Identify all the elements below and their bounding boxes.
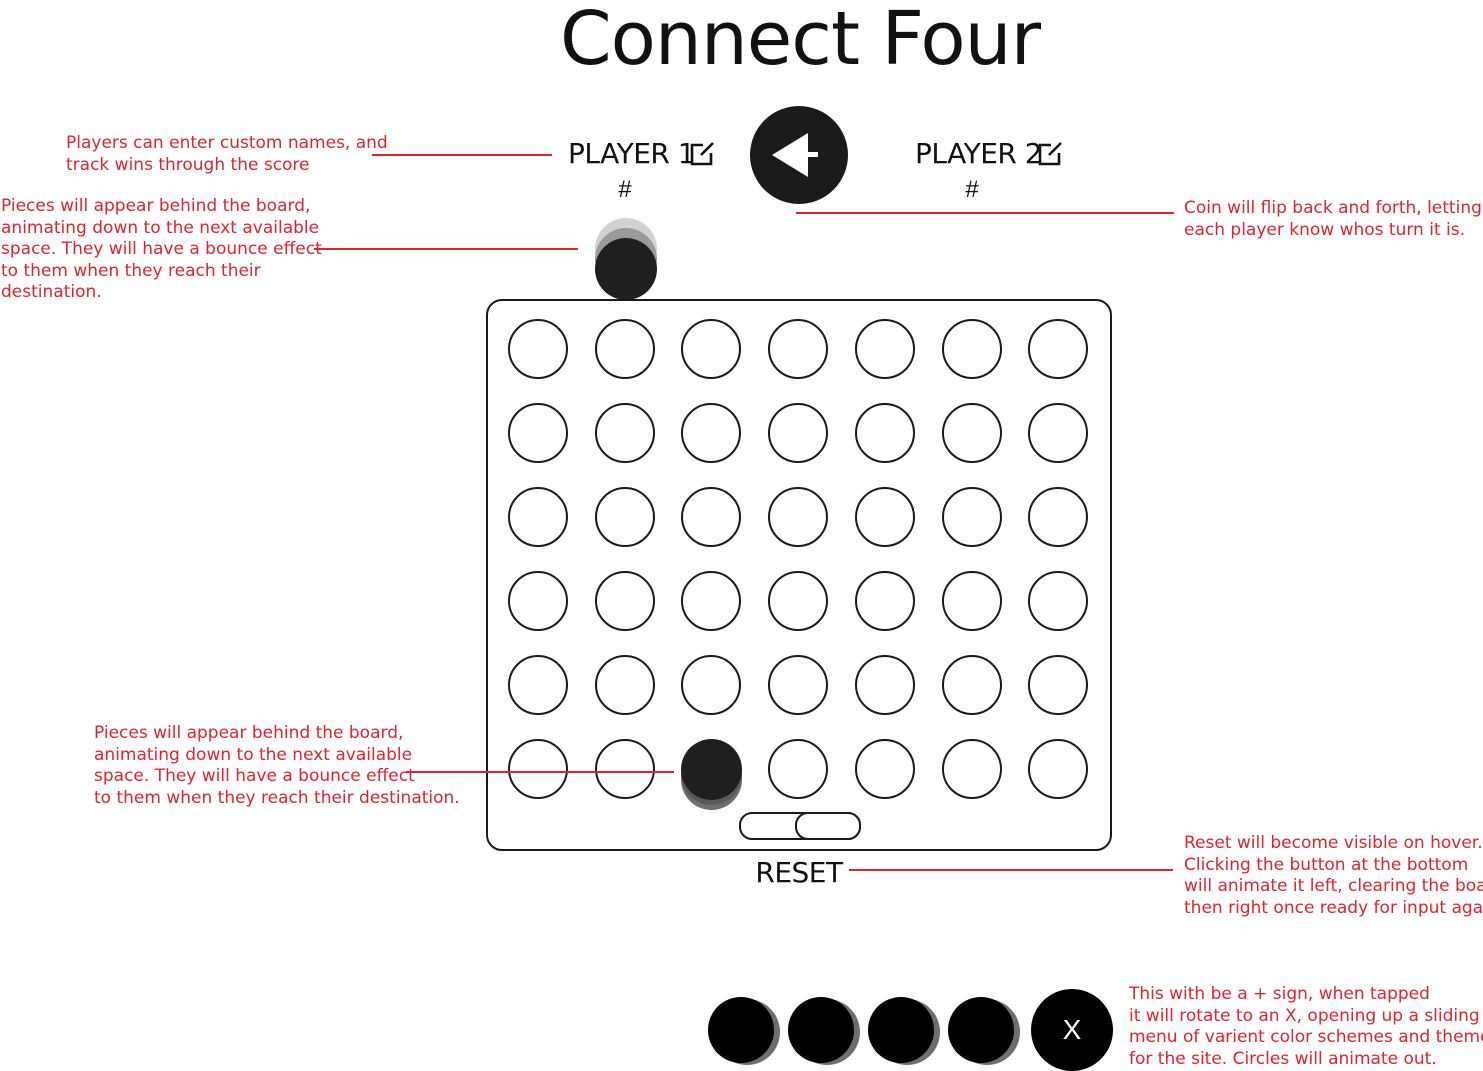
board-cell-r1-c4[interactable] [768, 319, 829, 379]
annotation-line-bottom-piece [406, 771, 674, 773]
board-cell-r5-c1[interactable] [508, 655, 568, 715]
annotation-line-names [372, 154, 552, 156]
theme-swatch-1[interactable] [708, 997, 774, 1063]
annotation-player-names: Players can enter custom names, and trac… [66, 133, 388, 175]
board-cell-r4-c4[interactable] [768, 571, 829, 631]
board-cell-r4-c6[interactable] [941, 571, 1002, 631]
board-cell-r3-c6[interactable] [941, 487, 1002, 547]
board-cell-r1-c3[interactable] [681, 319, 742, 379]
reset-button[interactable]: RESET [755, 856, 843, 889]
annotation-line-reset [849, 869, 1173, 871]
menu-toggle-button[interactable]: X [1031, 989, 1113, 1071]
board-cell-r6-c4[interactable] [768, 739, 829, 799]
annotation-top-piece: Pieces will appear behind the board, ani… [1, 196, 322, 302]
board-cell-r5-c2[interactable] [594, 655, 655, 715]
falling-piece [595, 238, 657, 300]
board-cell-r2-c6[interactable] [941, 403, 1002, 463]
board-cell-r5-c7[interactable] [1028, 655, 1089, 715]
board-cell-r1-c1[interactable] [508, 319, 568, 379]
page-title: Connect Four [559, 0, 1041, 82]
annotation-line-top-piece [314, 248, 578, 250]
board-cell-r6-c6[interactable] [941, 739, 1002, 799]
board-cell-r2-c7[interactable] [1028, 403, 1089, 463]
annotation-menu: This with be a + sign, when tapped it wi… [1129, 984, 1483, 1069]
board-cell-r3-c1[interactable] [508, 487, 568, 547]
board-cell-r2-c1[interactable] [508, 403, 568, 463]
board-cell-r1-c7[interactable] [1028, 319, 1089, 379]
landed-piece [681, 739, 742, 800]
board-cell-r3-c5[interactable] [854, 487, 915, 547]
board-cell-r5-c6[interactable] [941, 655, 1002, 715]
board-cell-r3-c3[interactable] [681, 487, 742, 547]
annotation-reset: Reset will become visible on hover. Clic… [1184, 833, 1483, 918]
board-cell-r6-c5[interactable] [854, 739, 915, 799]
board-cell-r3-c2[interactable] [594, 487, 655, 547]
player-2-name[interactable]: PLAYER 2 [915, 137, 1043, 170]
board-cell-r5-c3[interactable] [681, 655, 742, 715]
arrow-left-icon [772, 133, 818, 177]
board-cell-r6-c2[interactable] [594, 739, 655, 799]
annotation-coin: Coin will flip back and forth, letting e… [1184, 198, 1482, 240]
board-cell-r2-c4[interactable] [768, 403, 829, 463]
board-cell-r4-c5[interactable] [854, 571, 915, 631]
board-cell-r1-c2[interactable] [594, 319, 655, 379]
board-cell-r2-c5[interactable] [854, 403, 915, 463]
board-cell-r2-c2[interactable] [594, 403, 655, 463]
board-cell-r6-c1[interactable] [508, 739, 568, 799]
annotation-bottom-piece: Pieces will appear behind the board, ani… [94, 723, 460, 808]
turn-coin[interactable] [750, 106, 848, 204]
player-2-score: # [965, 176, 979, 203]
board-cell-r1-c6[interactable] [941, 319, 1002, 379]
board-cell-r3-c4[interactable] [768, 487, 829, 547]
edit-icon[interactable] [689, 141, 715, 167]
theme-swatch-3[interactable] [868, 997, 934, 1063]
reset-slider-knob[interactable] [795, 812, 861, 840]
player-1-name[interactable]: PLAYER 1 [568, 137, 696, 170]
board-cell-r5-c4[interactable] [768, 655, 829, 715]
board-cell-r4-c1[interactable] [508, 571, 568, 631]
board-cell-r6-c7[interactable] [1028, 739, 1089, 799]
edit-icon[interactable] [1037, 141, 1063, 167]
board-cell-r3-c7[interactable] [1028, 487, 1089, 547]
annotation-line-coin [796, 212, 1174, 214]
board-cell-r4-c7[interactable] [1028, 571, 1089, 631]
player-1-score: # [618, 176, 632, 203]
theme-swatch-2[interactable] [788, 997, 854, 1063]
board-cell-r4-c2[interactable] [594, 571, 655, 631]
board-cell-r5-c5[interactable] [854, 655, 915, 715]
theme-swatch-4[interactable] [948, 997, 1014, 1063]
board-cell-r1-c5[interactable] [854, 319, 915, 379]
board-cell-r2-c3[interactable] [681, 403, 742, 463]
board-cell-r4-c3[interactable] [681, 571, 742, 631]
